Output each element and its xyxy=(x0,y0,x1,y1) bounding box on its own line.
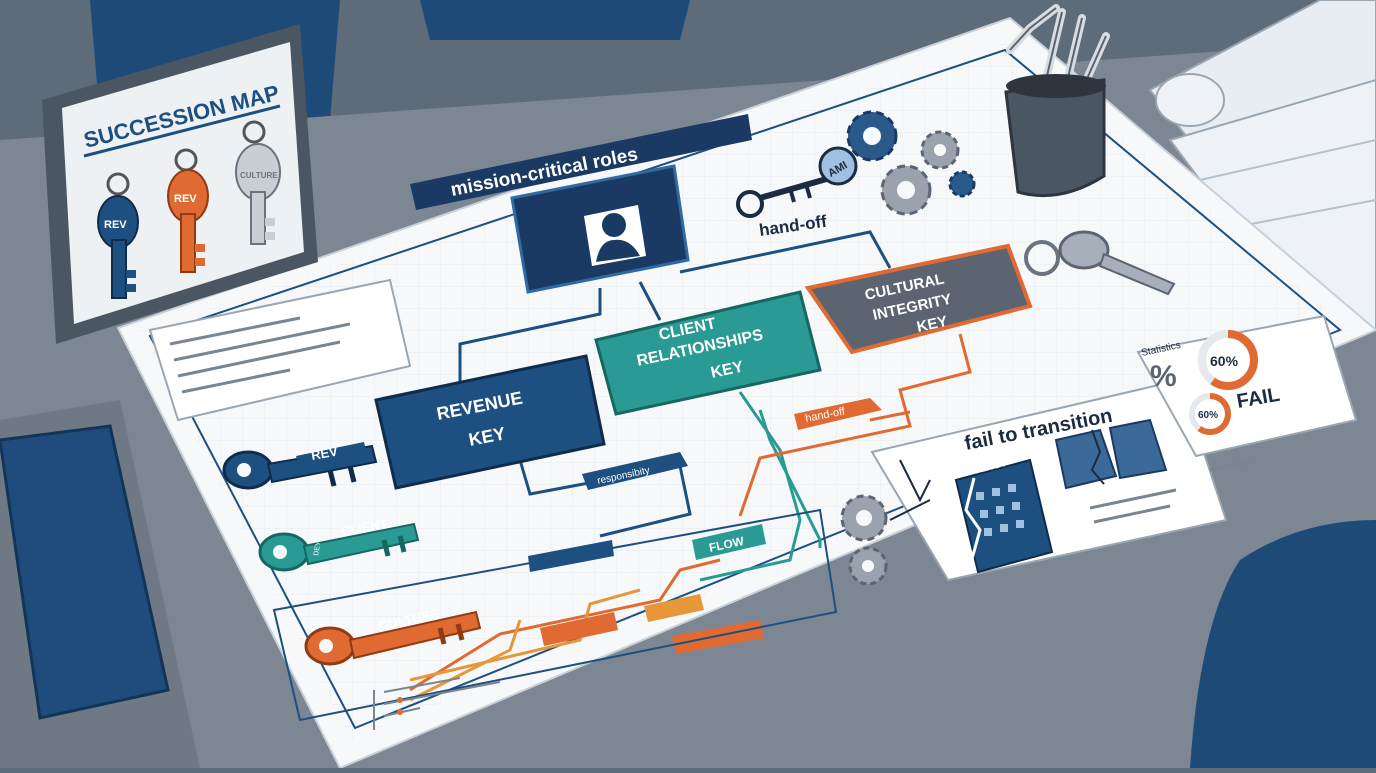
culture-line3: KEY xyxy=(915,313,949,336)
left-key-rev: REV xyxy=(222,442,378,490)
blueprint-rolls xyxy=(1148,0,1376,332)
client-line3: KEY xyxy=(709,358,745,382)
gears-top xyxy=(846,110,976,216)
sign-key-culture-gray: CULTURE xyxy=(235,120,281,245)
leader-role-box xyxy=(510,164,690,294)
notebook xyxy=(0,424,170,720)
sign-key-label: CULTURE xyxy=(240,171,278,180)
percent-symbol: % xyxy=(1150,360,1177,393)
sign-key-rev-blue: REV xyxy=(97,172,139,299)
left-key-label: REV xyxy=(310,443,339,462)
flow-tag: FLOW xyxy=(692,524,766,560)
bottom-list xyxy=(373,677,501,730)
stats-ring-small-fill xyxy=(1189,393,1231,435)
statistics-panel: Statistics % 60% 60% FAIL xyxy=(1136,314,1358,458)
sign-key-label: REV xyxy=(174,193,197,205)
workflow-frame xyxy=(272,508,838,722)
stats-ring-fill xyxy=(1198,330,1258,390)
pencil-cup xyxy=(1004,4,1110,198)
person-icon xyxy=(602,213,626,237)
silver-key xyxy=(1024,230,1176,296)
client-relationships-key-box: CLIENT RELATIONSHIPS KEY xyxy=(594,290,822,416)
transition-panel: fail to transition AGENCY xyxy=(870,378,1251,582)
key-fob xyxy=(818,146,858,186)
big-percent: 60% xyxy=(1210,353,1239,369)
gears-bottom xyxy=(840,494,888,586)
handoff-key: AMI xyxy=(736,146,858,218)
left-key-client: CLIENT DEY xyxy=(258,516,420,572)
handoff-mid-tag: hand-off xyxy=(794,398,882,430)
small-percent: 60% xyxy=(1198,410,1218,421)
agency-building xyxy=(954,458,1054,574)
key-bit-label: DEY xyxy=(313,541,322,557)
left-key-culture: CULTURE xyxy=(304,605,482,666)
chair-right xyxy=(1190,520,1376,768)
chair-back-center xyxy=(420,0,690,40)
process-bars xyxy=(528,540,764,654)
sign-key-label: REV xyxy=(104,219,127,231)
sign-key-rev-orange: REV xyxy=(167,148,209,273)
note-lines xyxy=(169,316,351,394)
revenue-key-box: REVENUE KEY xyxy=(374,354,606,490)
cultural-integrity-key-box: CULTURAL INTEGRITY KEY xyxy=(804,243,1033,355)
